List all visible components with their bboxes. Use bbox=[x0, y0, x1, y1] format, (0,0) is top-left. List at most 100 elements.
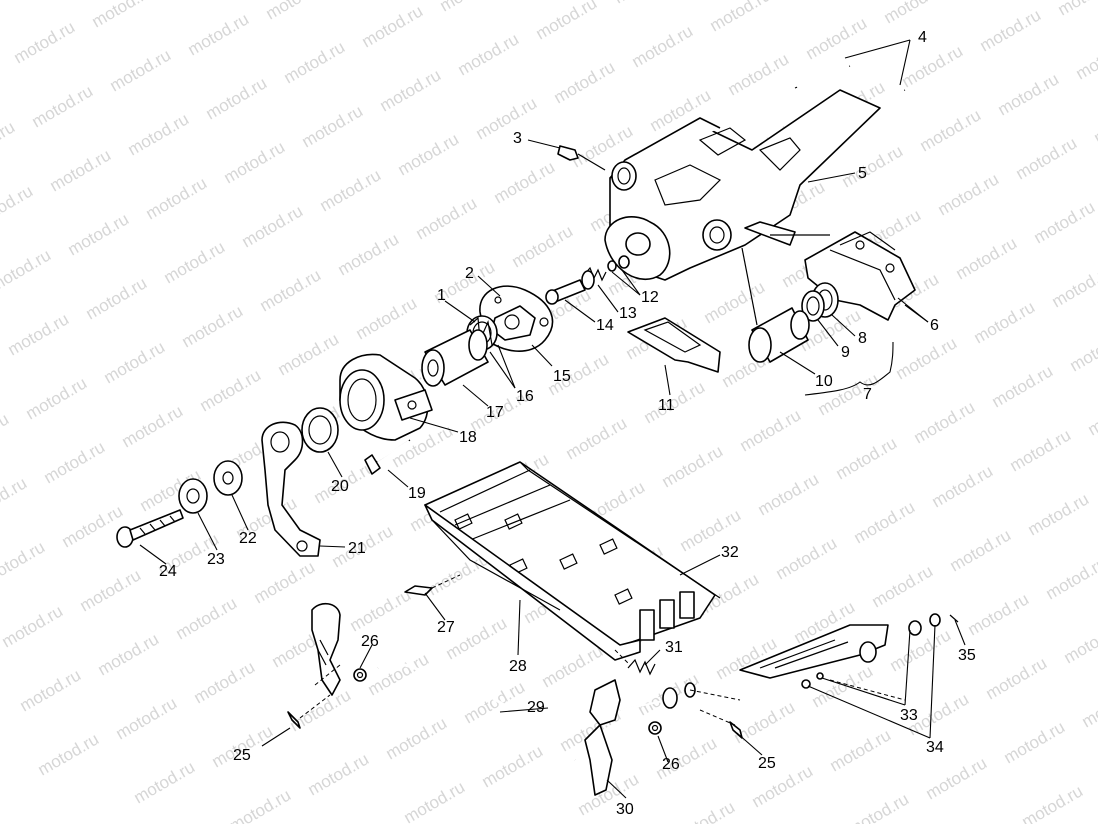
watermark-text: motod.ru bbox=[551, 57, 619, 107]
watermark-text: motod.ru bbox=[239, 201, 307, 251]
watermark-text: motod.ru bbox=[971, 297, 1039, 347]
watermark-text: motod.ru bbox=[983, 653, 1051, 703]
watermark-text: motod.ru bbox=[989, 361, 1057, 411]
watermark-text: motod.ru bbox=[461, 677, 529, 727]
callout-23: 23 bbox=[207, 551, 225, 568]
callout-35: 35 bbox=[958, 647, 976, 664]
watermark-text: motod.ru bbox=[737, 405, 805, 455]
callout-33: 33 bbox=[900, 707, 918, 724]
watermark-text: motod.ru bbox=[317, 165, 385, 215]
part-12-13-spring bbox=[581, 255, 630, 290]
watermark-text: motod.ru bbox=[935, 169, 1003, 219]
watermark-text: motod.ru bbox=[227, 785, 295, 824]
callout-9: 9 bbox=[841, 344, 850, 361]
watermark-text: motod.ru bbox=[1079, 681, 1098, 731]
watermark-text: motod.ru bbox=[965, 589, 1033, 639]
watermark-text: motod.ru bbox=[995, 69, 1063, 119]
watermark-text: motod.ru bbox=[299, 101, 367, 151]
callout-17: 17 bbox=[486, 404, 504, 421]
callout-21: 21 bbox=[348, 540, 366, 557]
watermark-text: motod.ru bbox=[491, 157, 559, 207]
part-14-pin bbox=[545, 279, 586, 305]
watermark-text: motod.ru bbox=[509, 221, 577, 271]
watermark-text: motod.ru bbox=[0, 0, 60, 3]
callout-16: 16 bbox=[516, 388, 534, 405]
watermark-text: motod.ru bbox=[809, 661, 877, 711]
watermark-text: motod.ru bbox=[257, 265, 325, 315]
watermark-text: motod.ru bbox=[755, 469, 823, 519]
watermark-text: motod.ru bbox=[437, 0, 505, 15]
callout-14: 14 bbox=[596, 317, 614, 334]
callout-18: 18 bbox=[459, 429, 477, 446]
assembly-lines bbox=[299, 664, 906, 726]
watermark-text: motod.ru bbox=[1091, 97, 1098, 147]
watermark-text: motod.ru bbox=[1049, 261, 1098, 311]
watermark-text: motod.ru bbox=[41, 437, 109, 487]
watermark-text: motod.ru bbox=[701, 277, 769, 327]
part-17-clutch bbox=[421, 329, 489, 387]
part-30-pedal bbox=[584, 679, 696, 796]
watermark-text: motod.ru bbox=[263, 0, 331, 23]
watermark-text: motod.ru bbox=[287, 685, 355, 735]
part-18-housing-ring bbox=[339, 353, 433, 441]
part-29-rod bbox=[377, 658, 576, 762]
part-28-rail bbox=[424, 504, 695, 661]
part-21-arm bbox=[261, 421, 321, 557]
watermark-text: motod.ru bbox=[731, 697, 799, 747]
callout-19: 19 bbox=[408, 485, 426, 502]
watermark-text: motod.ru bbox=[707, 0, 775, 35]
part-25-pins bbox=[287, 711, 743, 739]
watermark-text: motod.ru bbox=[1073, 33, 1098, 83]
callout-3: 3 bbox=[513, 130, 522, 147]
watermark-text: motod.ru bbox=[671, 797, 739, 824]
watermark-text: motod.ru bbox=[101, 337, 169, 387]
callout-1: 1 bbox=[437, 287, 446, 304]
watermark-text: motod.ru bbox=[95, 629, 163, 679]
watermark-text: motod.ru bbox=[533, 0, 601, 43]
watermark-text: motod.ru bbox=[0, 117, 18, 167]
watermark-text: motod.ru bbox=[0, 245, 54, 295]
callout-22: 22 bbox=[239, 530, 257, 547]
watermark-text: motod.ru bbox=[275, 329, 343, 379]
watermark-text: motod.ru bbox=[845, 789, 913, 824]
watermark-text: motod.ru bbox=[251, 557, 319, 607]
watermark-text: motod.ru bbox=[23, 373, 91, 423]
watermark-text: motod.ru bbox=[923, 753, 991, 803]
callout-4: 4 bbox=[918, 29, 927, 46]
callout-30: 30 bbox=[616, 801, 634, 818]
watermark-text: motod.ru bbox=[17, 665, 85, 715]
part-22-23-washers bbox=[178, 460, 243, 514]
watermark-text: motod.ru bbox=[281, 37, 349, 87]
watermark-text: motod.ru bbox=[395, 129, 463, 179]
watermark-text: motod.ru bbox=[413, 193, 481, 243]
watermark-text: motod.ru bbox=[659, 441, 727, 491]
watermark-text: motod.ru bbox=[203, 73, 271, 123]
watermark-text: motod.ru bbox=[29, 81, 97, 131]
callout-2: 2 bbox=[465, 265, 474, 282]
part-31-spring bbox=[614, 649, 656, 676]
leader-lines bbox=[139, 39, 966, 799]
callout-24: 24 bbox=[159, 563, 177, 580]
watermark-text: motod.ru bbox=[131, 757, 199, 807]
watermark-text: motod.ru bbox=[305, 749, 373, 799]
watermark-text: motod.ru bbox=[185, 9, 253, 59]
part-7-bracket-line bbox=[804, 341, 894, 396]
part-3-bolt bbox=[557, 145, 606, 171]
part-11-plate bbox=[627, 317, 721, 373]
watermark-text: motod.ru bbox=[197, 365, 265, 415]
watermark-text: motod.ru bbox=[455, 29, 523, 79]
watermark-text: motod.ru bbox=[77, 565, 145, 615]
watermark-text: motod.ru bbox=[107, 45, 175, 95]
watermark-text: motod.ru bbox=[83, 273, 151, 323]
watermark-text: motod.ru bbox=[365, 649, 433, 699]
watermark-text: motod.ru bbox=[11, 17, 79, 67]
watermark-text: motod.ru bbox=[563, 413, 631, 463]
watermark-text: motod.ru bbox=[65, 209, 133, 259]
watermark-text: motod.ru bbox=[473, 93, 541, 143]
watermark-text: motod.ru bbox=[773, 533, 841, 583]
watermark-text: motod.ru bbox=[59, 501, 127, 551]
callout-10: 10 bbox=[815, 373, 833, 390]
callout-6: 6 bbox=[930, 317, 939, 334]
